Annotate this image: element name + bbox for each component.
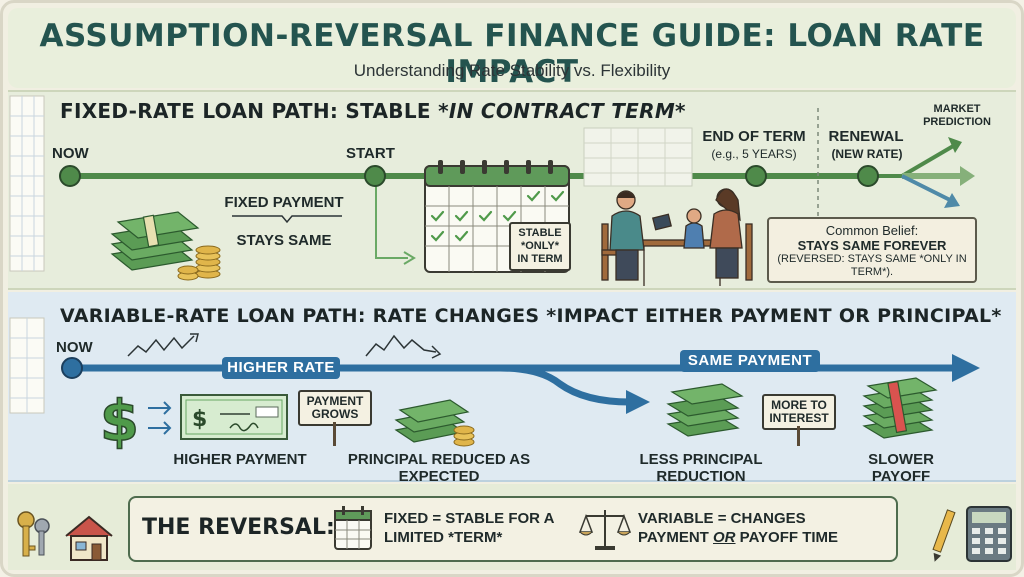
label-slower-payoff: SLOWER PAYOFF (868, 451, 934, 485)
same-payment-pill: SAME PAYMENT (680, 350, 820, 372)
label-fixed-payment: FIXED PAYMENT (224, 194, 344, 211)
balance-scale-icon (578, 510, 632, 550)
pencil-icon (932, 509, 956, 562)
cash-stack-icon-2 (666, 383, 744, 437)
dollar-sign-icon: $ (99, 388, 139, 455)
calendar-small-icon (334, 506, 372, 550)
reversal-variable-line1: VARIABLE = CHANGES (638, 510, 806, 527)
fixed-title-main: FIXED-RATE LOAN PATH: STABLE (60, 99, 439, 123)
variable-section-title: VARIABLE-RATE LOAN PATH: RATE CHANGES *I… (60, 305, 1002, 327)
reversal-title: THE REVERSAL: (142, 515, 335, 540)
node-now-fixed (59, 165, 81, 187)
node-end-of-term (745, 165, 767, 187)
svg-text:$: $ (192, 407, 207, 432)
sign-post-2 (797, 426, 800, 446)
reversal-variable-or: OR (713, 529, 736, 546)
reversal-variable-payoff: PAYOFF TIME (735, 529, 839, 546)
label-market-prediction: MARKET PREDICTION (923, 103, 991, 128)
reversal-variable-payment: PAYMENT (638, 529, 714, 546)
family-at-table-icon (601, 188, 753, 286)
variable-rate-panel (8, 292, 1016, 482)
reversal-variable-text: VARIABLE = CHANGES PAYMENT OR PAYOFF TIM… (638, 509, 888, 547)
label-principal-reduced: PRINCIPAL REDUCED AS EXPECTED (347, 451, 531, 485)
chart-doodle-icon (583, 127, 693, 187)
stable-only-in-term-sign: STABLE *ONLY* IN TERM (509, 222, 571, 271)
sign-post-1 (333, 422, 336, 446)
belief-reversed: (REVERSED: STAYS SAME *ONLY IN TERM*). (777, 253, 967, 278)
brace-divider (232, 215, 342, 224)
common-belief-box: Common Belief: STAYS SAME FOREVER (REVER… (767, 217, 977, 283)
node-renewal (857, 165, 879, 187)
house-icon (65, 515, 113, 561)
label-end-of-term-note: (e.g., 5 YEARS) (711, 147, 797, 161)
node-start (364, 165, 386, 187)
page-title: ASSUMPTION-REVERSAL FINANCE GUIDE: LOAN … (39, 18, 985, 90)
label-end-of-term: END OF TERM (702, 128, 806, 145)
label-renewal: RENEWAL (828, 128, 904, 145)
cash-stack-red-band-icon (862, 377, 938, 439)
payment-grows-sign: PAYMENT GROWS (298, 390, 372, 426)
belief-main: STAYS SAME FOREVER (797, 238, 947, 253)
label-stays-same: STAYS SAME (236, 232, 332, 249)
fixed-title-emphasis: *IN CONTRACT TERM* (438, 99, 686, 123)
label-now-variable: NOW (56, 339, 93, 356)
reversal-variable-line2: PAYMENT OR PAYOFF TIME (638, 528, 888, 547)
higher-rate-pill: HIGHER RATE (222, 357, 340, 379)
fixed-section-title: FIXED-RATE LOAN PATH: STABLE *IN CONTRAC… (60, 99, 686, 123)
notepad-icon (9, 95, 45, 272)
reversal-box (128, 496, 898, 562)
cash-stack-icon (110, 211, 221, 281)
belief-heading: Common Belief: (825, 223, 919, 238)
check-icon: $ (180, 394, 288, 440)
notepad-icon-variable (9, 317, 45, 414)
cash-coins-icon (394, 399, 475, 447)
node-now-variable (61, 357, 83, 379)
keys-icon (17, 511, 50, 557)
label-now-fixed: NOW (52, 145, 89, 162)
more-to-interest-sign: MORE TO INTEREST (762, 394, 836, 430)
header-band (8, 8, 1016, 88)
label-start: START (346, 145, 395, 162)
label-higher-payment: HIGHER PAYMENT (173, 451, 307, 468)
svg-text:$: $ (100, 389, 139, 454)
calculator-icon (966, 506, 1012, 562)
label-less-principal: LESS PRINCIPAL REDUCTION (639, 451, 763, 485)
label-renewal-note: (NEW RATE) (831, 147, 903, 161)
reversal-fixed-text: FIXED = STABLE FOR A LIMITED *TERM* (384, 510, 554, 546)
page-subtitle: Understanding Rate Stability vs. Flexibi… (353, 61, 671, 80)
